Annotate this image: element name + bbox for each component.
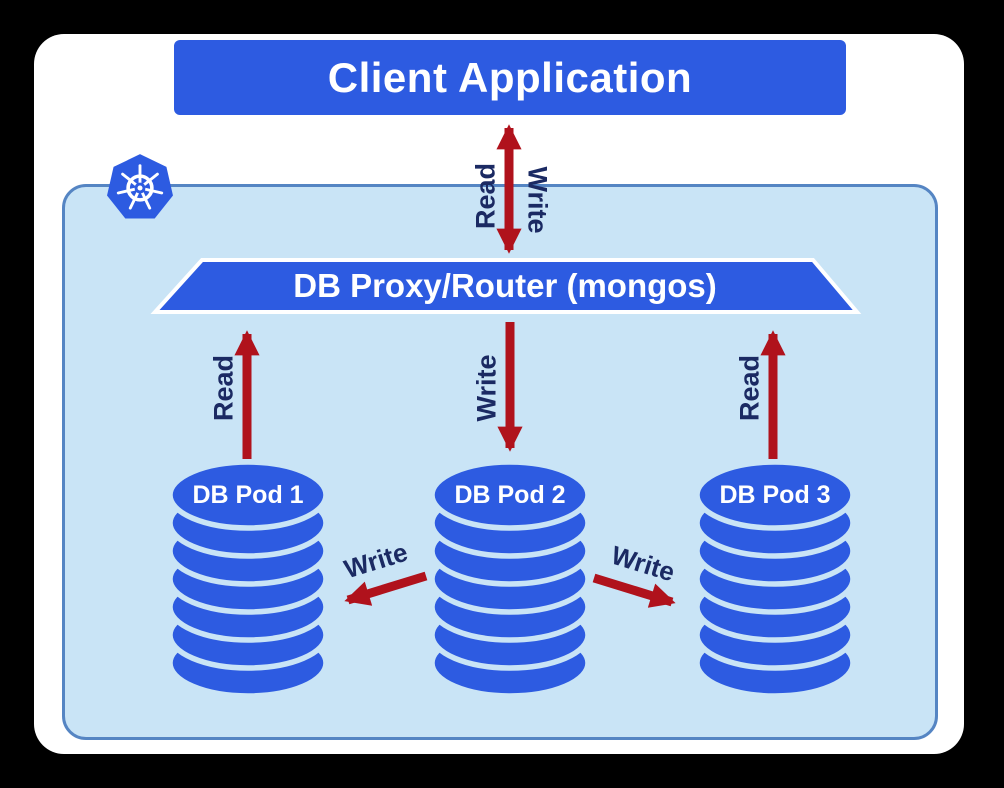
database-cylinder-icon [694,459,856,699]
pod2-write-label: Write [471,354,502,422]
pod1-read-label: Read [208,354,239,422]
pod3-read-label: Read [734,354,765,422]
database-cylinder-icon [429,459,591,699]
db-pod-1-label: DB Pod 1 [192,481,304,509]
client-application-node: Client Application [174,40,846,115]
db-proxy-router-node [150,258,862,314]
client-write-label: Write [522,166,553,234]
db-pod-1-node: DB Pod 1 [166,459,330,700]
db-proxy-router-label: DB Proxy/Router (mongos) [293,267,717,304]
db-pod-3-node: DB Pod 3 [693,459,857,700]
database-cylinder-icon [167,459,329,699]
client-read-label: Read [470,162,501,230]
db-pod-2-label: DB Pod 2 [454,481,566,509]
kubernetes-icon [107,154,173,219]
client-application-label: Client Application [327,53,693,101]
db-pod-3-label: DB Pod 3 [719,481,831,509]
db-pod-2-node: DB Pod 2 [428,459,592,700]
